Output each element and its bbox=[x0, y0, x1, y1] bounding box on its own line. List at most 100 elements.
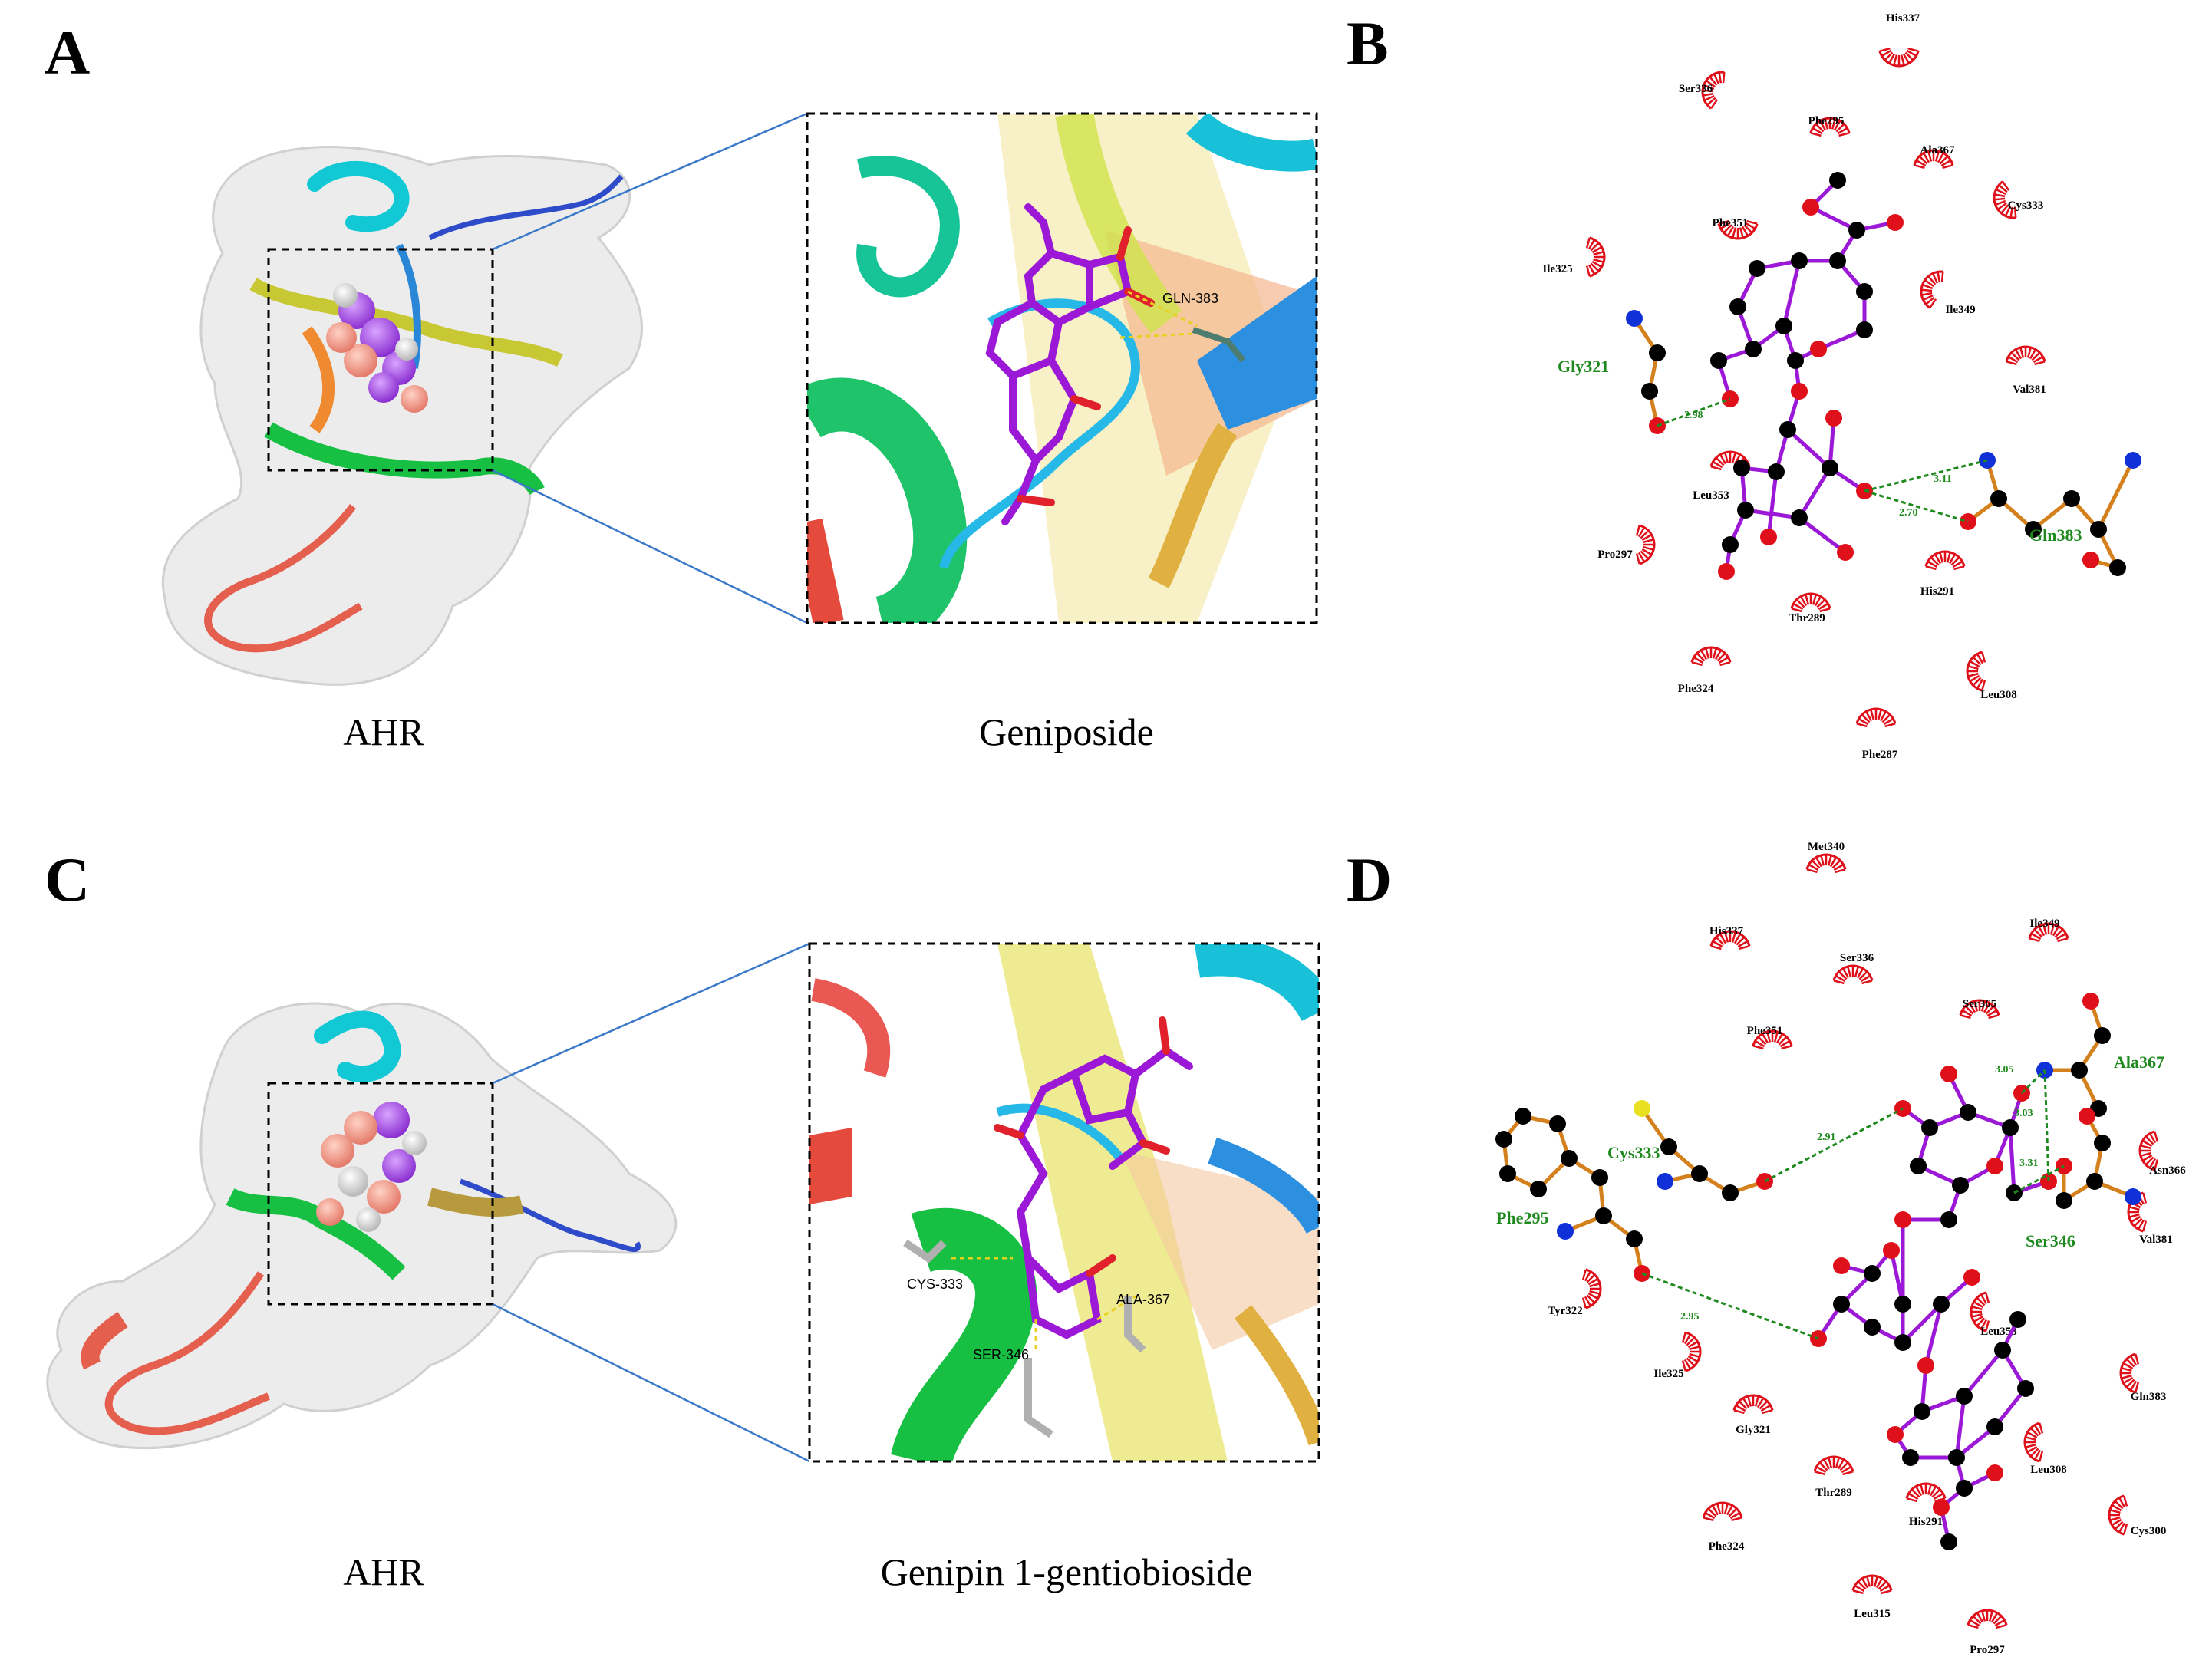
hydrophobic-contact-arc bbox=[1905, 1482, 1947, 1503]
zoom-line-top-upper bbox=[492, 112, 808, 251]
hydrophobic-contact-arc bbox=[1851, 1574, 1893, 1595]
carbon-atom bbox=[1660, 1138, 1677, 1155]
zoom-line-bottom-lower bbox=[492, 1303, 810, 1463]
carbon-atom bbox=[2009, 1311, 2026, 1328]
carbon-atom bbox=[1749, 260, 1765, 277]
carbon-atom bbox=[1940, 1211, 1957, 1228]
caption-protein-c: AHR bbox=[343, 1550, 424, 1593]
hbond-distance: 3.05 bbox=[1995, 1064, 2014, 1076]
hydrophobic-contact-arc bbox=[1690, 646, 1732, 667]
oxygen-atom bbox=[2082, 993, 2099, 1010]
zoom-box-top-border bbox=[806, 112, 1318, 624]
hbond-distance: 3.31 bbox=[2019, 1158, 2039, 1169]
hydrophobic-contact-arc bbox=[1813, 1455, 1854, 1476]
panel-label-a: A bbox=[45, 18, 91, 87]
carbon-atom bbox=[1833, 1296, 1850, 1313]
hydrophobic-contact-arc bbox=[1635, 524, 1656, 565]
panel-c-protein-structure bbox=[46, 1002, 678, 1450]
residue-label: Ile325 bbox=[1542, 263, 1572, 275]
residue-label: Asn366 bbox=[2149, 1164, 2186, 1177]
bond bbox=[1798, 516, 1847, 554]
panel-label-c: C bbox=[45, 845, 91, 914]
carbon-atom bbox=[1990, 490, 2007, 507]
residue-label: Pro297 bbox=[1597, 548, 1633, 561]
hydrophobic-contact-arc bbox=[2028, 922, 2069, 943]
carbon-atom bbox=[2017, 1380, 2034, 1397]
hydrogen-bond bbox=[2020, 1069, 2046, 1095]
carbon-atom bbox=[2071, 1062, 2088, 1079]
hydrophobic-contact-arc bbox=[1878, 47, 1920, 68]
selection-box bbox=[267, 1082, 494, 1306]
hbond-distance: 2.70 bbox=[1899, 507, 1918, 519]
bond bbox=[1766, 471, 1779, 538]
carbon-atom bbox=[1722, 536, 1739, 553]
carbon-atom bbox=[1595, 1207, 1612, 1224]
sheet-ribbon bbox=[249, 278, 564, 367]
carbon-atom bbox=[2090, 521, 2107, 538]
hydrophobic-contact-arc bbox=[1752, 1029, 1793, 1050]
carbon-atom bbox=[1956, 1388, 1973, 1405]
hydrophobic-contact-arc bbox=[1805, 853, 1847, 874]
carbon-atom bbox=[1829, 252, 1846, 269]
hydrophobic-contact-arc bbox=[1701, 71, 1726, 110]
carbon-atom bbox=[1530, 1181, 1547, 1197]
oxygen-atom bbox=[1760, 529, 1777, 545]
panel-label-d: D bbox=[1347, 845, 1393, 914]
carbon-atom bbox=[1787, 352, 1804, 369]
hydrophobic-contact-arc bbox=[1924, 550, 1966, 571]
zoom-line-top-lower bbox=[492, 469, 808, 624]
hydrophobic-contact-arc bbox=[1790, 592, 1831, 613]
carbon-atom bbox=[1952, 1177, 1969, 1194]
carbon-atom bbox=[1561, 1150, 1578, 1167]
nitrogen-atom bbox=[2125, 1188, 2141, 1205]
hydrophobic-contact-arc bbox=[1920, 270, 1944, 309]
carbon-atom bbox=[1722, 1184, 1739, 1201]
bond bbox=[1963, 1349, 2004, 1398]
residue-label: Leu315 bbox=[1854, 1608, 1891, 1620]
carbon-atom bbox=[2086, 1173, 2103, 1190]
oxygen-atom bbox=[1833, 1257, 1850, 1274]
hydrogen-bond bbox=[1864, 459, 1988, 492]
oxygen-atom bbox=[2082, 552, 2099, 568]
strand-ribbon-orange bbox=[302, 326, 335, 433]
interaction-diagram-b: His337Ser336Phe295Ala367Cys333Phe351Ile3… bbox=[1542, 12, 2141, 761]
residue-label: Gln383 bbox=[2131, 1391, 2167, 1403]
residue-label-cys333: CYS-333 bbox=[907, 1276, 963, 1292]
helix-ribbon bbox=[307, 161, 410, 232]
nitrogen-atom bbox=[1626, 310, 1643, 327]
carbon-atom bbox=[1641, 383, 1658, 400]
interaction-diagram-d: Met340His337Ile349Ser336Ser365Phe351Asn3… bbox=[1495, 841, 2186, 1656]
panel-label-b: B bbox=[1347, 8, 1389, 78]
surface-shape bbox=[161, 145, 643, 686]
bond bbox=[2096, 459, 2135, 531]
residue-label: Met340 bbox=[1808, 841, 1845, 853]
oxygen-atom bbox=[1933, 1499, 1950, 1516]
oxygen-atom bbox=[1837, 544, 1854, 561]
hbond-residue-label: Ala367 bbox=[2114, 1052, 2164, 1072]
loop-ribbon bbox=[459, 1178, 641, 1252]
hydrophobic-contact-arc bbox=[1709, 930, 1751, 950]
residue-label: Phe351 bbox=[1713, 217, 1749, 229]
carbon-atom bbox=[1894, 1334, 1911, 1351]
carbon-atom bbox=[1914, 1403, 1930, 1420]
caption-protein-a: AHR bbox=[343, 710, 424, 753]
hydrogen-bond bbox=[2043, 1069, 2050, 1182]
loop-ribbon-red bbox=[104, 1271, 270, 1435]
carbon-atom bbox=[1691, 1165, 1708, 1182]
hydrogen-bond bbox=[2013, 1164, 2065, 1194]
residue-label: Phe287 bbox=[1862, 749, 1898, 761]
sulfur-atom bbox=[1634, 1100, 1650, 1117]
bond bbox=[1954, 1395, 1967, 1458]
selection-box bbox=[267, 248, 494, 472]
oxygen-atom bbox=[1791, 383, 1808, 400]
residue-label: Ile349 bbox=[1945, 304, 1975, 316]
hbond-distance: 3.03 bbox=[2014, 1108, 2033, 1119]
bond bbox=[1924, 1303, 1943, 1366]
hbond-residue-label: Ser346 bbox=[2026, 1231, 2075, 1250]
carbon-atom bbox=[1994, 1342, 2011, 1359]
carbon-atom bbox=[1549, 1115, 1566, 1132]
carbon-atom bbox=[1737, 502, 1754, 519]
panel-a-protein-structure bbox=[161, 145, 643, 686]
zoom-box-bottom: CYS-333 ALA-367 SER-346 bbox=[808, 942, 1320, 1463]
